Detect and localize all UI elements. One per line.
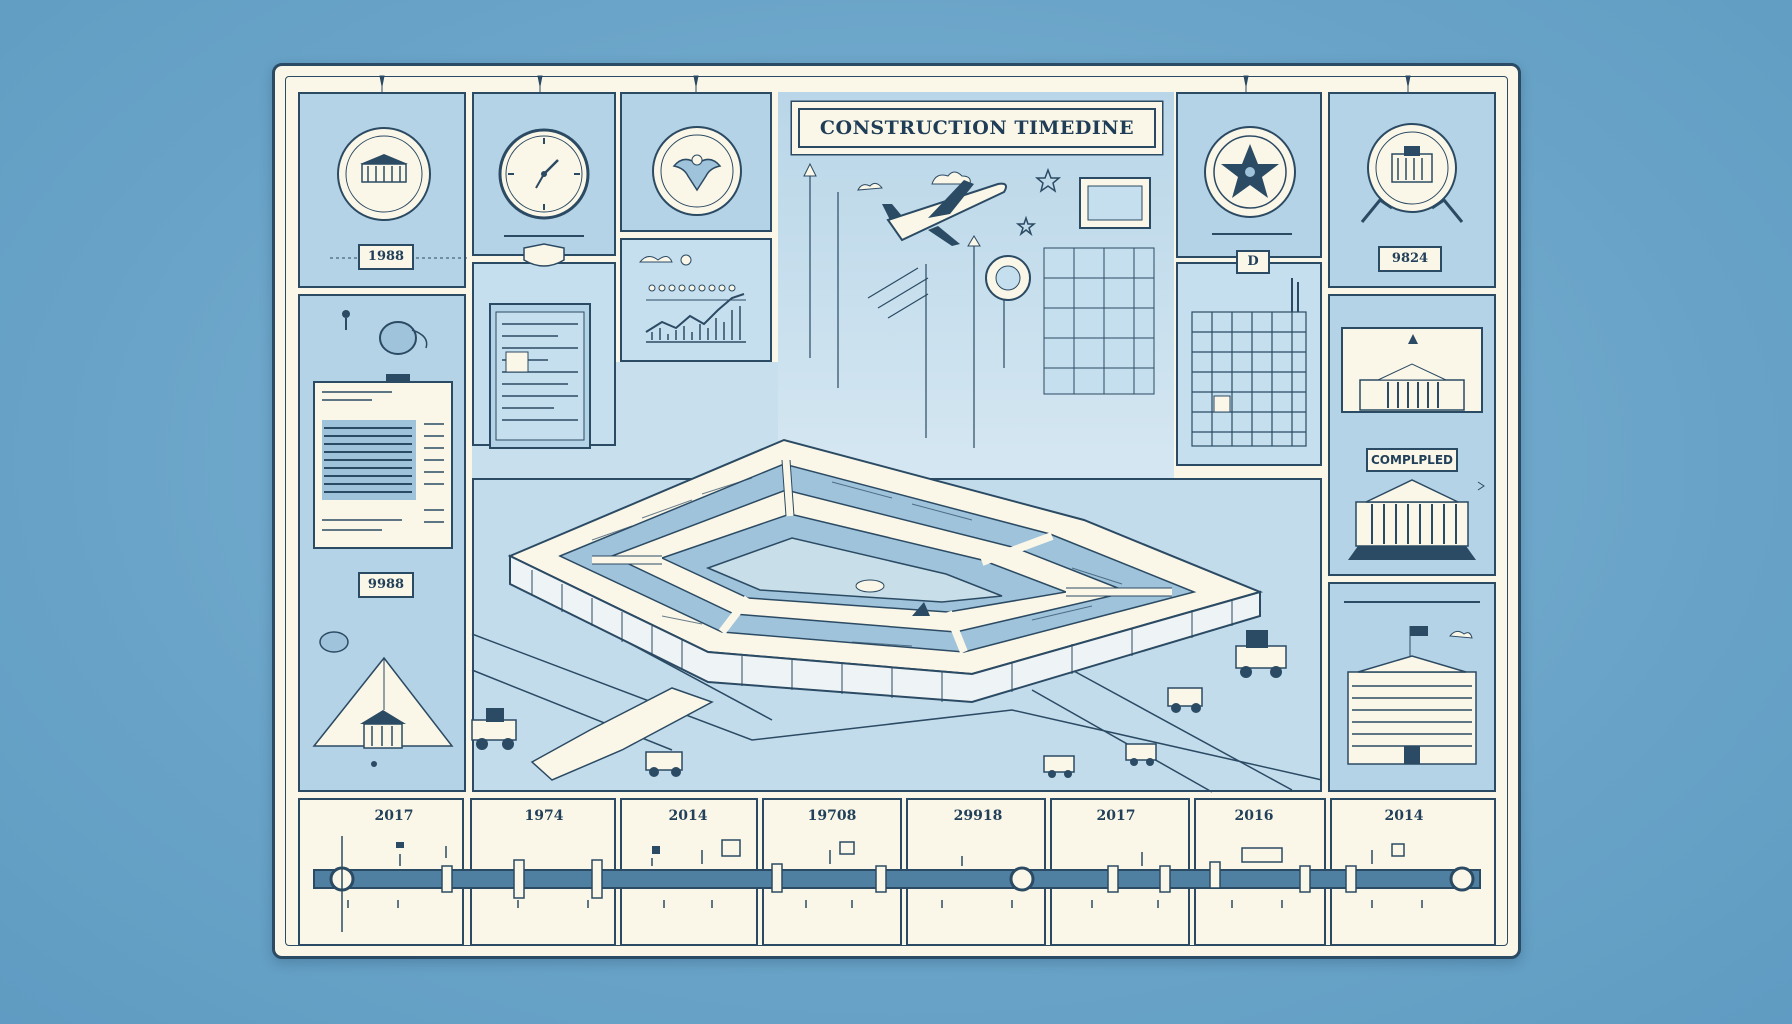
star-divider xyxy=(1212,233,1292,235)
memorial-building-icon xyxy=(312,631,454,767)
timeline-year-6: 2017 xyxy=(1096,808,1136,824)
year-box-1988: 1988 xyxy=(358,244,414,270)
sky-details xyxy=(803,162,1155,448)
timeline-year-2: 1974 xyxy=(524,808,564,824)
blueprint-icon xyxy=(489,303,591,449)
scaffold-icon xyxy=(1191,278,1307,447)
pentagon-building-icon xyxy=(471,438,1323,793)
page-title: CONSTRUCTION TIMEDINE xyxy=(798,108,1156,148)
stamp-icon xyxy=(342,310,428,382)
building-seal-icon xyxy=(1360,123,1464,223)
truck-icon xyxy=(645,751,683,777)
clock-divider xyxy=(504,235,584,267)
bulldozer-icon xyxy=(471,708,517,750)
year-box-9824: 9824 xyxy=(1378,246,1442,272)
crane-icon xyxy=(1235,630,1287,678)
timeline-year-1: 2017 xyxy=(374,808,414,824)
panel-letter-badge: D xyxy=(1236,250,1270,274)
year-box-9988: 9988 xyxy=(358,572,414,598)
status-badge: COMPLPLED xyxy=(1366,448,1458,472)
top-tick-markers xyxy=(379,75,1411,92)
eagle-seal-icon xyxy=(652,126,742,216)
building-seal-icon xyxy=(337,127,431,221)
dashed-connector xyxy=(330,257,470,259)
memorial-icon xyxy=(1341,327,1485,560)
airplane-icon xyxy=(882,180,1007,246)
timeline-year-8: 2014 xyxy=(1384,808,1424,824)
timeline-year-4: 19708 xyxy=(807,808,857,824)
star-seal-icon xyxy=(1204,126,1296,218)
line-chart-icon xyxy=(638,254,746,343)
document-icon xyxy=(313,381,453,549)
timeline-year-7: 2016 xyxy=(1234,808,1274,824)
central-sky-left2 xyxy=(472,446,616,478)
timeline-year-5: 29918 xyxy=(953,808,1003,824)
monument-icon xyxy=(1344,601,1480,765)
clock-icon xyxy=(498,128,590,220)
timeline-year-3: 2014 xyxy=(668,808,708,824)
timeline-bar xyxy=(313,836,1481,932)
